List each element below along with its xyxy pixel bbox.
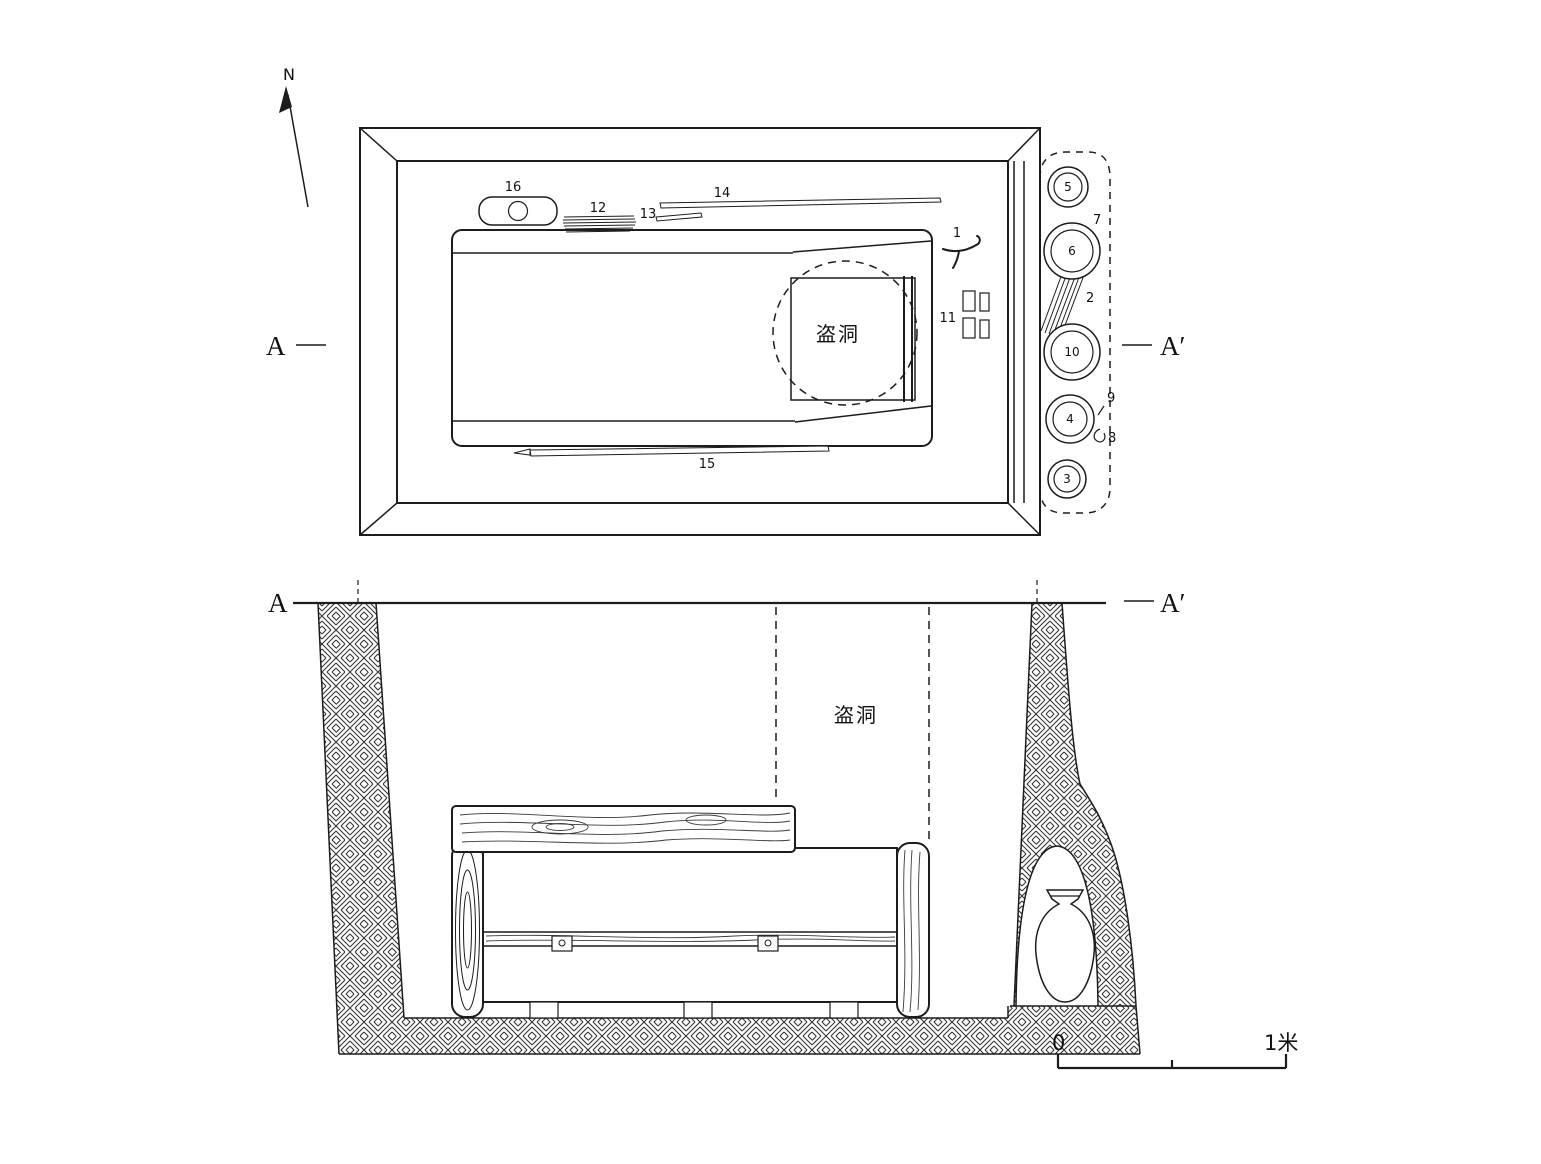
vessel-6: 6: [1043, 222, 1101, 280]
svg-text:2: 2: [1086, 291, 1094, 306]
svg-text:10: 10: [1064, 345, 1079, 359]
svg-text:1: 1: [953, 226, 961, 241]
svg-text:14: 14: [714, 186, 731, 201]
svg-text:9: 9: [1107, 391, 1115, 406]
pottery-group-boundary: [1039, 151, 1111, 514]
coffin-end-board-right: [896, 842, 930, 1018]
section-coffin: [451, 805, 930, 1019]
svg-text:11: 11: [939, 311, 956, 326]
svg-text:12: 12: [590, 201, 607, 216]
coffin-lid-plank: [451, 805, 796, 853]
north-label: N: [283, 65, 295, 84]
plan-section-markers: A A′: [266, 331, 1185, 361]
artifact-7: 7: [1093, 213, 1101, 228]
plan-view: 盗洞 A A′ 16 12: [266, 127, 1185, 536]
plan-robber-hole-label: 盗洞: [816, 322, 860, 346]
svg-text:3: 3: [1063, 472, 1071, 486]
artifact-16: 16: [478, 180, 558, 226]
earth-left-and-floor: [318, 603, 1140, 1054]
north-arrow-icon: N: [279, 65, 309, 208]
svg-text:15: 15: [699, 457, 716, 472]
pit-outlines: [317, 602, 1141, 1055]
section-view: A A′ 盗洞: [268, 580, 1185, 1055]
plan-robber-hole: 盗洞: [772, 260, 918, 406]
earth-right-wall: [1014, 603, 1136, 1006]
artifact-1: 1: [942, 226, 981, 269]
section-marker-a-prime: A′: [1160, 588, 1185, 618]
artifact-14: 14: [659, 186, 942, 209]
vessel-10: 10: [1043, 323, 1101, 381]
section-marker-a: A: [268, 588, 288, 618]
svg-text:8: 8: [1108, 431, 1116, 446]
svg-text:4: 4: [1066, 412, 1074, 426]
svg-text:6: 6: [1068, 244, 1076, 258]
section-robber-hole: 盗洞: [775, 607, 930, 842]
svg-text:16: 16: [505, 180, 522, 195]
svg-text:13: 13: [640, 207, 657, 222]
artifact-13: 13: [640, 207, 703, 222]
coffin-body: [482, 847, 898, 1003]
plan-marker-a-prime: A′: [1160, 331, 1185, 361]
artifact-9: 9: [1097, 391, 1115, 416]
scale-zero-label: 0: [1052, 1031, 1065, 1055]
vessel-5: 5: [1047, 166, 1089, 208]
scale-bar: 0 1米: [1052, 1031, 1298, 1070]
plan-pottery-group: 5 6 10 4 3 7 9: [1039, 151, 1116, 514]
artifact-12: 12: [562, 201, 637, 233]
artifact-11: 11: [939, 290, 990, 339]
niche-pot: [1034, 889, 1096, 1003]
artifact-8: 8: [1093, 428, 1116, 446]
plan-coffin: [451, 229, 933, 447]
section-robber-hole-label: 盗洞: [834, 703, 878, 727]
coffin-end-board-left: [451, 842, 484, 1018]
niche-arch: [1015, 845, 1099, 1007]
svg-text:7: 7: [1093, 213, 1101, 228]
vessel-3: 3: [1047, 459, 1087, 499]
plan-marker-a: A: [266, 331, 286, 361]
svg-text:5: 5: [1064, 180, 1072, 194]
vessel-4: 4: [1045, 394, 1095, 444]
plan-disturbed-area: [790, 277, 916, 401]
section-ground-line: A A′: [268, 580, 1185, 618]
artifact-15: 15: [513, 445, 830, 472]
scale-meter-label: 1米: [1264, 1031, 1298, 1055]
